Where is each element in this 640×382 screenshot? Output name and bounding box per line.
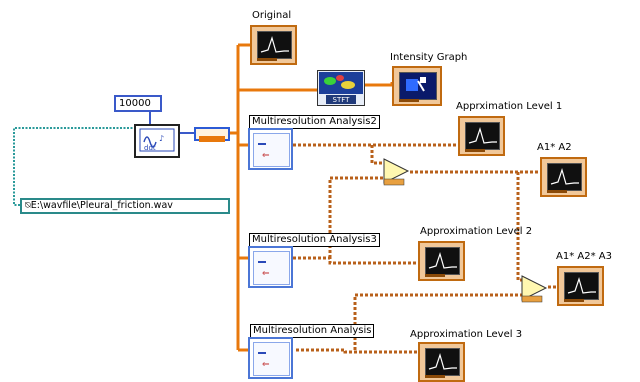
- approx-wires: [293, 143, 557, 354]
- a1a2a3-label: A1* A2* A3: [556, 251, 612, 262]
- svg-text:⇐: ⇐: [262, 151, 270, 161]
- read-wave-icon: ♪ ddt: [139, 128, 175, 152]
- a1a2-label: A1* A2: [537, 142, 572, 153]
- original-label: Original: [252, 10, 292, 21]
- stft-icon: STFT: [319, 72, 363, 104]
- mra2-subvi[interactable]: ⇐: [248, 128, 293, 170]
- svg-text:♪: ♪: [159, 134, 164, 143]
- signal-wires: [230, 43, 394, 352]
- a1a2-graph[interactable]: [540, 157, 587, 197]
- file-path-constant[interactable]: ⍉E:\wavfile\Pleural_friction.wav: [20, 198, 230, 214]
- approx1-graph[interactable]: [458, 116, 505, 156]
- mra-label: Multiresolution Analysis: [250, 324, 375, 338]
- graph-indicator-icon: [550, 167, 579, 185]
- svg-text:⇐: ⇐: [262, 269, 270, 279]
- bundle-icon: [199, 136, 225, 142]
- intensity-graph-icon: [406, 77, 426, 92]
- intensity-graph[interactable]: [392, 66, 442, 106]
- numeric-constant[interactable]: 10000: [114, 95, 162, 112]
- approx3-graph[interactable]: [418, 342, 465, 382]
- svg-text:⇐: ⇐: [262, 360, 270, 370]
- read-wave-file-vi[interactable]: ♪ ddt: [134, 124, 180, 158]
- multiply-node-2[interactable]: [520, 274, 550, 304]
- file-path-text: E:\wavfile\Pleural_friction.wav: [30, 200, 173, 211]
- graph-indicator-icon: [428, 251, 457, 269]
- approx3-label: Approximation Level 3: [410, 329, 523, 340]
- path-icon: ⍉: [25, 200, 31, 211]
- mra3-label: Multiresolution Analysis3: [249, 233, 380, 247]
- graph-indicator-icon: [428, 352, 457, 370]
- stft-vi[interactable]: STFT: [317, 70, 365, 106]
- svg-text:ddt: ddt: [144, 144, 156, 152]
- mra3-subvi[interactable]: ⇐: [248, 246, 293, 288]
- approx2-label: Approximation Level 2: [420, 226, 533, 237]
- original-graph[interactable]: [250, 25, 297, 65]
- number-wire: [149, 110, 195, 134]
- path-wire: [13, 127, 139, 206]
- graph-indicator-icon: [260, 35, 289, 53]
- intensity-graph-label: Intensity Graph: [390, 52, 468, 63]
- subvi-icon: ⇐: [258, 143, 270, 161]
- subvi-icon: ⇐: [258, 352, 270, 370]
- a1a2a3-graph[interactable]: [557, 266, 604, 306]
- approx1-label: Apprximation Level 1: [456, 101, 563, 112]
- approx2-graph[interactable]: [418, 241, 465, 281]
- graph-indicator-icon: [468, 126, 497, 144]
- mra2-label: Multiresolution Analysis2: [249, 115, 380, 129]
- stft-text: STFT: [333, 96, 351, 104]
- waveform-bundle[interactable]: [194, 127, 230, 142]
- mra-subvi[interactable]: ⇐: [248, 337, 293, 379]
- multiply-node-1[interactable]: [382, 157, 412, 187]
- subvi-icon: ⇐: [258, 261, 270, 279]
- graph-indicator-icon: [567, 276, 596, 294]
